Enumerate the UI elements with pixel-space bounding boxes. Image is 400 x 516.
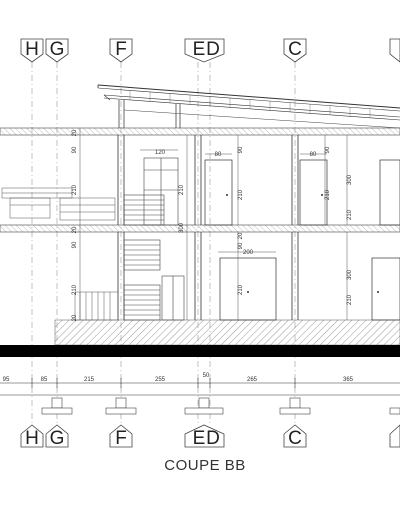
- door-lower-c: [371, 257, 400, 321]
- door-upper-d: [204, 159, 233, 226]
- dim-bottom-2: 215: [84, 377, 95, 383]
- axis-label-c-bottom: C: [288, 428, 302, 449]
- dim-f-height-total: 300: [179, 222, 185, 233]
- axis-marker-g-bottom: [45, 424, 69, 448]
- upper-stair-window: [123, 157, 179, 226]
- dim-right-upper-h2: 210: [347, 209, 353, 220]
- dim-left-5: 90: [72, 241, 78, 248]
- axis-marker-ed-bottom: [184, 424, 225, 448]
- axis-label-g-bottom: G: [50, 428, 65, 449]
- dim-door-d-upper-w: 80: [215, 152, 222, 158]
- upper-slab: [0, 127, 400, 136]
- dim-bottom-1: 85: [41, 377, 48, 383]
- axis-marker-c-bottom: [283, 424, 307, 448]
- dim-right-lower-h2: 210: [347, 294, 353, 305]
- axis-marker-partial-top: [389, 38, 400, 63]
- axis-label-c-top: C: [288, 39, 302, 60]
- dim-door-d-lower-w: 200: [243, 250, 254, 256]
- dim-left-4: 20: [72, 226, 78, 233]
- dim-door-c-upper-h1: 90: [325, 146, 331, 153]
- dim-bottom-partial: 95: [3, 377, 10, 383]
- dim-bottom-6: 365: [343, 377, 354, 383]
- axis-marker-ed-top: [184, 38, 225, 63]
- window-upper-right: [379, 159, 400, 226]
- bottom-axis-markers: H G F E D C: [20, 424, 400, 449]
- roof: [97, 84, 400, 121]
- axis-label-e-bottom: E: [193, 428, 206, 449]
- axis-label-d-top: D: [206, 39, 220, 60]
- footings: [41, 397, 400, 415]
- dim-bottom-5: 265: [247, 377, 258, 383]
- dim-right-lower-h: 300: [347, 269, 353, 280]
- dim-left-3: 210: [72, 184, 78, 195]
- lower-stairs: [123, 239, 185, 321]
- axis-marker-f-top: [109, 38, 133, 63]
- dim-f-height-upper: 210: [179, 184, 185, 195]
- axis-gridlines: [31, 62, 296, 425]
- axis-label-f-top: F: [115, 39, 127, 60]
- axis-marker-h-top: [20, 38, 44, 63]
- axis-label-f-bottom: F: [115, 428, 127, 449]
- dim-door-d-upper-h2: 210: [238, 189, 244, 200]
- axis-label-e-top: E: [193, 39, 206, 60]
- top-axis-markers: H G F E D C: [20, 38, 400, 63]
- door-d-dim-lines: [205, 135, 348, 320]
- bottom-dimension-line: [0, 378, 400, 396]
- dim-door-d-lower-h2: 210: [238, 284, 244, 295]
- lower-left-railing: [74, 291, 119, 321]
- axis-marker-c-top: [283, 38, 307, 63]
- dim-door-d-lower-h0: 20: [238, 232, 244, 239]
- axis-marker-partial-bottom: [389, 424, 400, 448]
- ground-floor-base: [54, 319, 400, 346]
- dim-door-d-upper-h1: 90: [238, 146, 244, 153]
- dim-left-2: 90: [72, 146, 78, 153]
- axis-label-d-bottom: D: [206, 428, 220, 449]
- axis-marker-h-bottom: [20, 424, 44, 448]
- middle-slab: [0, 224, 400, 233]
- dim-door-c-upper-w: 80: [310, 152, 317, 158]
- dim-door-d-lower-h1: 90: [238, 242, 244, 249]
- drawing-title: COUPE BB: [164, 457, 246, 474]
- dim-left-7: 20: [72, 314, 78, 321]
- dim-bottom-4: 50: [203, 373, 210, 379]
- roof-rafters: [129, 90, 371, 118]
- axis-label-g-top: G: [50, 39, 65, 60]
- roof-support-posts: [118, 100, 181, 128]
- dim-right-upper-h: 300: [347, 174, 353, 185]
- dim-bottom-3: 255: [155, 377, 166, 383]
- door-upper-c: [299, 159, 328, 226]
- dim-left-6: 210: [72, 284, 78, 295]
- axis-label-h-top: H: [25, 39, 39, 60]
- doors: [204, 159, 400, 321]
- door-handles: [226, 194, 379, 293]
- axis-label-h-bottom: H: [25, 428, 39, 449]
- dim-f-width: 120: [155, 150, 166, 156]
- dim-left-1: 20: [72, 129, 78, 136]
- roof-wall-segment: [123, 109, 400, 129]
- column-f-dims-lines: [140, 135, 188, 320]
- dim-door-c-upper-h2: 210: [325, 189, 331, 200]
- door-lower-d: [219, 257, 277, 321]
- ground-line: [0, 345, 400, 357]
- upper-left-railing: [1, 187, 116, 221]
- axis-marker-g-top: [45, 38, 69, 63]
- axis-marker-f-bottom: [109, 424, 133, 448]
